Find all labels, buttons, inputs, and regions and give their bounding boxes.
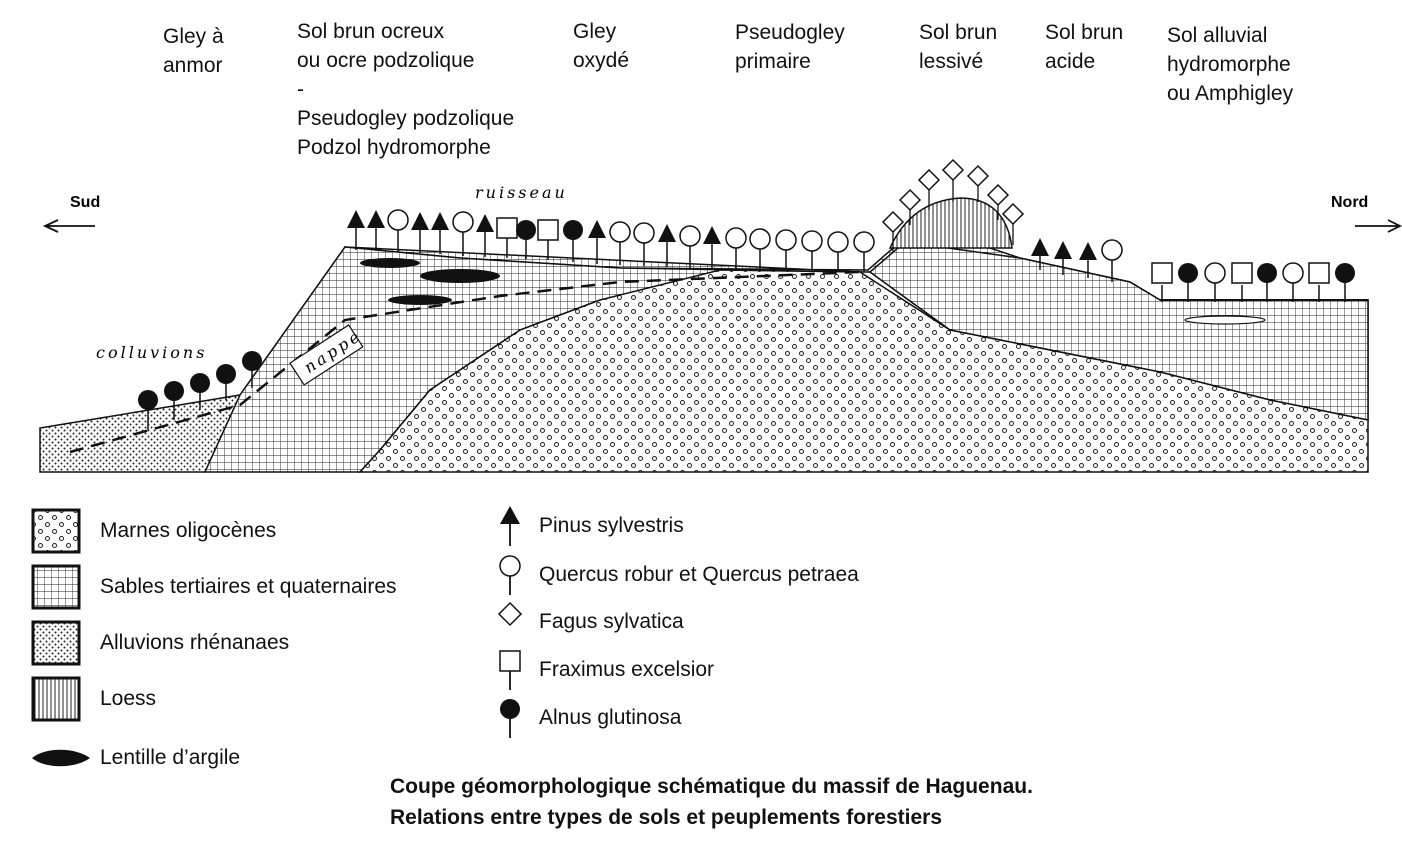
soil-label-sol-brun-acide: Sol brun acide [1045,21,1124,73]
tree-pinus [1031,238,1049,270]
tree-pinus [347,210,365,250]
tree-quercus [1282,262,1304,302]
legend-swatch-grid [31,564,81,610]
south-arrow-icon [42,219,95,233]
legend-item-lentille: Lentille d’argile [30,733,240,783]
fraxinus-square-icon [499,650,521,690]
water-table-line [69,270,861,454]
north-arrow-icon [1355,219,1402,233]
legend-item-loess: Loess [30,674,156,724]
tree-quercus [452,211,474,256]
tree-alnus [1257,263,1277,302]
colluvions-label: colluvions [96,343,207,362]
tree-fraxinus [496,217,518,258]
clay-lens [1184,315,1266,325]
tree-pinus [588,220,606,264]
pinus-triangle-icon [500,506,520,546]
north-label: Nord [1331,194,1368,211]
tree-fraxinus [537,219,559,260]
tree-quercus [801,230,823,271]
tree-quercus [749,228,771,270]
legend-item-alluvions: Alluvions rhénanaes [30,618,289,668]
tree-alnus [1335,263,1355,302]
tree-fagus [917,168,941,210]
tree-alnus [138,390,158,430]
soil-label-gley-oxyde: Gley oxydé [573,20,630,72]
tree-quercus [853,231,875,272]
soil-label-gley-anmor: Gley à anmor [163,25,224,77]
tree-pinus [658,224,676,267]
tree-pinus [431,212,449,254]
legend-item-marnes: Marnes oligocènes [30,506,276,556]
tree-quercus [775,229,797,270]
tree-alnus [563,220,583,262]
tree-fraxinus [1231,262,1253,302]
legend-label: Marnes oligocènes [100,519,277,542]
tree-pinus [1079,242,1097,278]
tree-quercus [387,209,409,252]
layer-loess [888,197,1013,249]
soil-label-sol-alluvial: Sol alluvial hydromorphe ou Amphigley [1167,24,1294,105]
clay-lens [388,295,452,305]
tree-pinus [703,226,721,268]
fagus-diamond-icon [497,602,523,627]
soil-label-sol-brun-lessive: Sol brun lessivé [919,21,998,73]
legend-swatch-lens [32,749,90,767]
tree-quercus [679,225,701,268]
tree-alnus [164,381,184,420]
caption-line-1: Coupe géomorphologique schématique du ma… [390,775,1033,798]
legend-label: Loess [100,687,157,710]
tree-quercus [609,221,631,265]
clay-lens [360,258,420,268]
tree-pinus [411,212,429,253]
tree-alnus [1178,263,1198,302]
legend-tree-label: Fraximus excelsior [539,658,715,681]
quercus-circle-icon [499,555,521,595]
soil-label-pseudogley-primaire: Pseudogley primaire [735,21,845,73]
tree-fagus [881,210,905,252]
caption-line-2: Relations entre types de sols et peuplem… [390,806,943,829]
tree-fagus [966,164,990,202]
tree-quercus [1101,239,1123,282]
tree-fraxinus [1151,262,1173,302]
tree-fagus [941,158,965,202]
tree-quercus [1204,262,1226,302]
legend-tree-label: Alnus glutinosa [539,706,682,729]
tree-quercus [827,231,849,271]
legend-tree-label: Fagus sylvatica [539,610,684,633]
tree-fagus [1001,202,1025,245]
tree-pinus [1054,241,1072,275]
tree-fraxinus [1308,262,1330,302]
legend-label: Lentille d’argile [100,746,241,769]
legend-label: Sables tertiaires et quaternaires [100,575,397,598]
soil-label-sol-brun-ocreux: Sol brun ocreux ou ocre podzolique - Pse… [297,20,515,159]
alnus-filled-circle-icon [500,699,520,738]
tree-alnus [216,364,236,400]
ruisseau-label: ruisseau [475,183,568,202]
legend-tree-label: Quercus robur et Quercus petraea [539,563,859,586]
legend-item-sables: Sables tertiaires et quaternaires [30,562,397,612]
tree-fagus [898,188,922,225]
tree-pinus [367,210,385,251]
geomorphological-cross-section: nappe ruisseau colluvions Sud Nord [39,158,1402,473]
tree-fagus [986,183,1010,220]
tree-alnus [190,373,210,410]
tree-alnus [516,220,536,259]
layer-marnes [358,269,1369,473]
legend-label: Alluvions rhénanaes [100,631,290,654]
legend-tree-label: Pinus sylvestris [539,514,684,537]
tree-alnus [242,351,262,388]
legend-swatch-vlines [31,676,81,722]
tree-quercus [633,222,655,266]
tree-pinus [476,214,494,257]
clay-lens [420,269,500,283]
tree-quercus [725,227,747,269]
legend-swatch-dots [31,620,81,666]
south-label: Sud [70,194,100,211]
legend-swatch-circles [31,508,81,554]
